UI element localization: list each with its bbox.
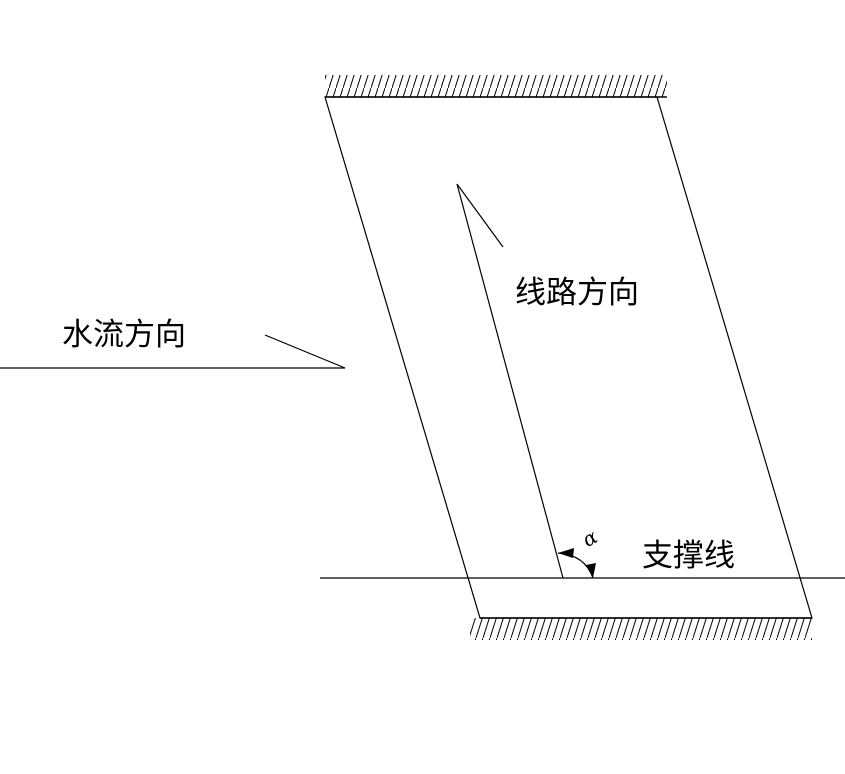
top-hatch	[325, 75, 667, 97]
angle-arrow-left-icon	[558, 548, 574, 558]
angle-arrow-down-icon	[586, 563, 596, 578]
support-line-label: 支撑线	[642, 538, 735, 574]
route-direction-line	[456, 183, 564, 579]
bottom-hatch	[470, 618, 812, 640]
route-arrow-head	[456, 183, 504, 248]
water-flow-arrow-head	[264, 334, 346, 369]
water-flow-label: 水流方向	[62, 317, 186, 353]
route-direction-label: 线路方向	[515, 275, 639, 311]
skewed-structure-outline	[324, 96, 813, 619]
